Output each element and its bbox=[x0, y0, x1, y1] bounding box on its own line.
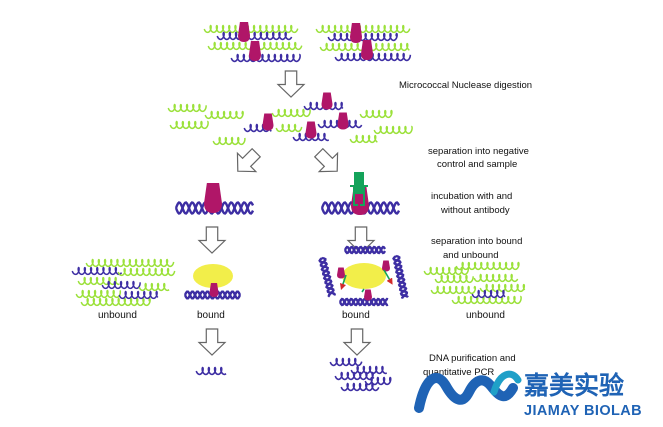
flow-arrow-left-purify bbox=[197, 328, 227, 356]
unbound-linker-dna bbox=[434, 274, 474, 284]
histone-complex bbox=[350, 23, 362, 43]
linker-dna-strand bbox=[203, 24, 299, 34]
flow-arrow-split-right bbox=[313, 147, 339, 173]
purified-dna-fragment bbox=[340, 382, 380, 392]
flow-arrow-left-binding bbox=[197, 226, 227, 254]
jiamay-biolab-watermark: 嘉美实验 JIAMAY BIOLAB bbox=[414, 370, 642, 419]
digested-linker-fragment bbox=[169, 120, 209, 130]
digested-linker-fragment bbox=[271, 108, 311, 118]
histone-complex bbox=[361, 40, 373, 60]
bound-left-label: bound bbox=[197, 310, 225, 321]
bound-nucleosome-helix bbox=[393, 254, 409, 299]
purified-dna-fragment bbox=[329, 357, 363, 367]
histone-control bbox=[204, 183, 222, 213]
unbound-linker-dna bbox=[85, 258, 175, 268]
jiamay-logo-wave-accent bbox=[490, 370, 522, 396]
mononucleosome-histone bbox=[337, 112, 349, 130]
linker-dna-strand bbox=[315, 24, 411, 34]
bound-nucleosome-helix bbox=[343, 245, 387, 255]
unbound-linker-dna bbox=[473, 273, 519, 283]
step-separation-label-line1: separation into negative bbox=[428, 146, 529, 157]
mononucleosome-histone bbox=[262, 113, 274, 131]
nucleosome-dna-strand bbox=[327, 32, 398, 42]
unbound-nucleosome-dna bbox=[71, 266, 123, 276]
watermark-english-text: JIAMAY BIOLAB bbox=[524, 403, 642, 419]
unbound-linker-dna bbox=[117, 267, 176, 277]
watermark-chinese-text: 嘉美实验 bbox=[524, 371, 624, 400]
jiamay-logo-wave bbox=[414, 373, 518, 413]
unbound-linker-dna bbox=[77, 276, 120, 286]
digested-linker-fragment bbox=[167, 103, 207, 113]
purified-dna-fragment bbox=[350, 365, 388, 375]
step-purification-label-line2: quantitative PCR bbox=[423, 367, 494, 378]
unbound-linker-dna bbox=[138, 282, 170, 292]
flow-arrows bbox=[197, 70, 376, 356]
flow-arrow-right-purify bbox=[342, 328, 372, 356]
bound-nucleosome-helix bbox=[338, 297, 389, 307]
digested-linker-fragment bbox=[204, 110, 244, 120]
nucleosome-dna-strand bbox=[230, 53, 301, 63]
step-bound-separation-label-line2: and unbound bbox=[443, 250, 498, 261]
bound-nucleosome-helix bbox=[319, 256, 337, 296]
dna-strands bbox=[71, 24, 526, 392]
digested-linker-fragment bbox=[373, 125, 413, 135]
mononucleosome-histone bbox=[305, 121, 317, 139]
bound-nucleosome-helix bbox=[183, 290, 242, 300]
histone-complex bbox=[249, 41, 261, 61]
antibody-bead bbox=[193, 264, 233, 288]
unbound-left-label: unbound bbox=[98, 310, 137, 321]
step-digestion-label: Micrococcal Nuclease digestion bbox=[399, 80, 532, 91]
protein-complexes bbox=[193, 22, 393, 301]
antibody-link bbox=[339, 274, 347, 291]
purified-dna-fragment bbox=[195, 366, 227, 376]
purified-dna-fragment bbox=[364, 376, 392, 386]
step-separation-label-line2: control and sample bbox=[437, 159, 517, 170]
digested-linker-fragment bbox=[212, 136, 246, 146]
unbound-nucleosome-dna bbox=[471, 289, 506, 299]
unbound-linker-dna bbox=[479, 283, 526, 293]
bound-nucleosome-helix bbox=[343, 245, 387, 255]
antibody-link bbox=[361, 288, 365, 293]
bound-histone bbox=[337, 267, 345, 279]
antibody-bead bbox=[342, 263, 386, 289]
unbound-linker-dna bbox=[455, 261, 520, 271]
step-incubation-label-line1: incubation with and bbox=[431, 191, 512, 202]
unbound-linker-dna bbox=[80, 297, 151, 307]
antibody-stem bbox=[354, 172, 364, 194]
step-incubation-label-line2: without antibody bbox=[440, 205, 510, 216]
digested-linker-fragment bbox=[349, 134, 378, 144]
unbound-nucleosome-dna bbox=[101, 280, 141, 290]
purified-dna-fragment bbox=[334, 371, 375, 381]
step-purification-label-line1: DNA purification and bbox=[429, 353, 516, 364]
histone-complex bbox=[238, 22, 250, 42]
mononucleosome-histone bbox=[321, 92, 333, 110]
flow-arrow-right-binding bbox=[346, 226, 376, 254]
digested-linker-fragment bbox=[275, 123, 303, 133]
unbound-nucleosome-dna bbox=[118, 290, 159, 300]
unbound-linker-dna bbox=[75, 289, 122, 299]
step-bound-separation-label-line1: separation into bound bbox=[431, 236, 522, 247]
bound-histone bbox=[364, 289, 372, 301]
digested-linker-fragment bbox=[359, 109, 393, 119]
antibody-link bbox=[383, 269, 393, 285]
nucleosome-dna-strand bbox=[216, 31, 293, 41]
bound-right-label: bound bbox=[342, 310, 370, 321]
unbound-right-label: unbound bbox=[466, 310, 505, 321]
bound-histone bbox=[382, 260, 390, 272]
flow-arrow-split-left bbox=[236, 147, 262, 173]
unbound-linker-dna bbox=[451, 295, 522, 305]
bound-nucleosome-helix bbox=[318, 257, 335, 298]
bound-histone bbox=[209, 283, 219, 297]
flow-arrow-digestion bbox=[276, 70, 306, 98]
unbound-linker-dna bbox=[430, 285, 477, 295]
antibody-arms bbox=[350, 185, 368, 206]
